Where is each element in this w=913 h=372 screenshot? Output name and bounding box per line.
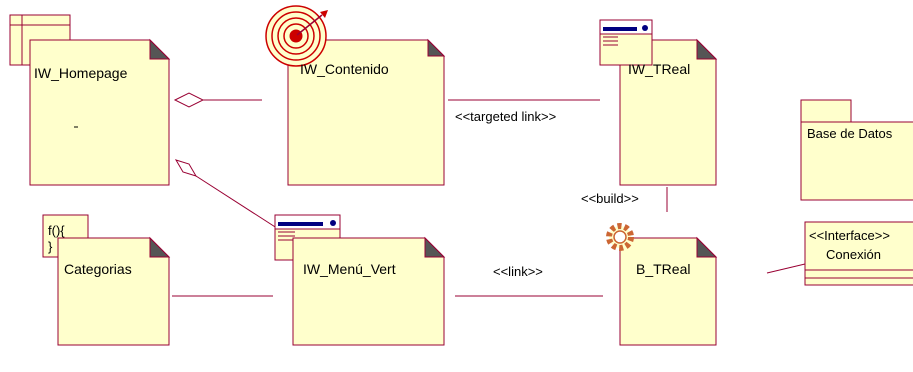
target-icon	[265, 5, 328, 67]
package-icon	[800, 99, 852, 123]
node-categorias[interactable]: f(){ } Categorias	[42, 214, 171, 346]
edge-label-build: <<build>>	[581, 191, 639, 206]
edge-label-targeted-link: <<targeted link>>	[455, 109, 556, 124]
node-iw-contenido[interactable]: IW_Contenido	[265, 5, 446, 186]
folded-corner	[149, 236, 171, 258]
node-base-de-datos[interactable]: Base de Datos	[800, 99, 913, 201]
node-label: IW_Homepage	[34, 65, 128, 81]
aggregation-diamond-icon	[174, 159, 198, 177]
gear-icon	[606, 223, 634, 251]
folded-corner	[696, 38, 718, 60]
node-b-treal[interactable]: B_TReal	[606, 223, 718, 346]
svg-text:}: }	[48, 239, 53, 254]
svg-text:f(){: f(){	[48, 223, 65, 238]
node-iw-menu-vert[interactable]: IW_Menú_Vert	[274, 214, 446, 346]
node-label: Base de Datos	[807, 126, 893, 141]
node-label: Conexión	[826, 247, 881, 262]
folded-corner	[427, 38, 446, 57]
folded-corner	[696, 236, 718, 258]
folded-corner	[149, 38, 171, 60]
connector-btreal-conexion[interactable]	[766, 263, 806, 274]
interface-stereotype: <<Interface>>	[809, 228, 890, 243]
node-iw-homepage[interactable]: IW_Homepage	[9, 14, 171, 186]
edge-label-link: <<link>>	[493, 264, 543, 279]
node-label: IW_Menú_Vert	[303, 261, 396, 277]
aggregation-diamond-icon	[173, 92, 205, 108]
folded-corner	[424, 236, 446, 258]
connector-homepage-menu[interactable]	[174, 159, 284, 233]
script-icon: f(){ }	[42, 214, 89, 258]
node-label: IW_TReal	[628, 61, 690, 77]
connector-homepage-contenido[interactable]	[173, 92, 262, 108]
node-iw-treal[interactable]: IW_TReal	[599, 19, 718, 186]
client-page-icon	[599, 19, 653, 66]
node-label: Categorias	[64, 261, 132, 277]
node-label: B_TReal	[636, 261, 690, 277]
node-conexion-interface[interactable]: <<Interface>> Conexión	[804, 221, 913, 286]
node-label: IW_Contenido	[300, 61, 389, 77]
